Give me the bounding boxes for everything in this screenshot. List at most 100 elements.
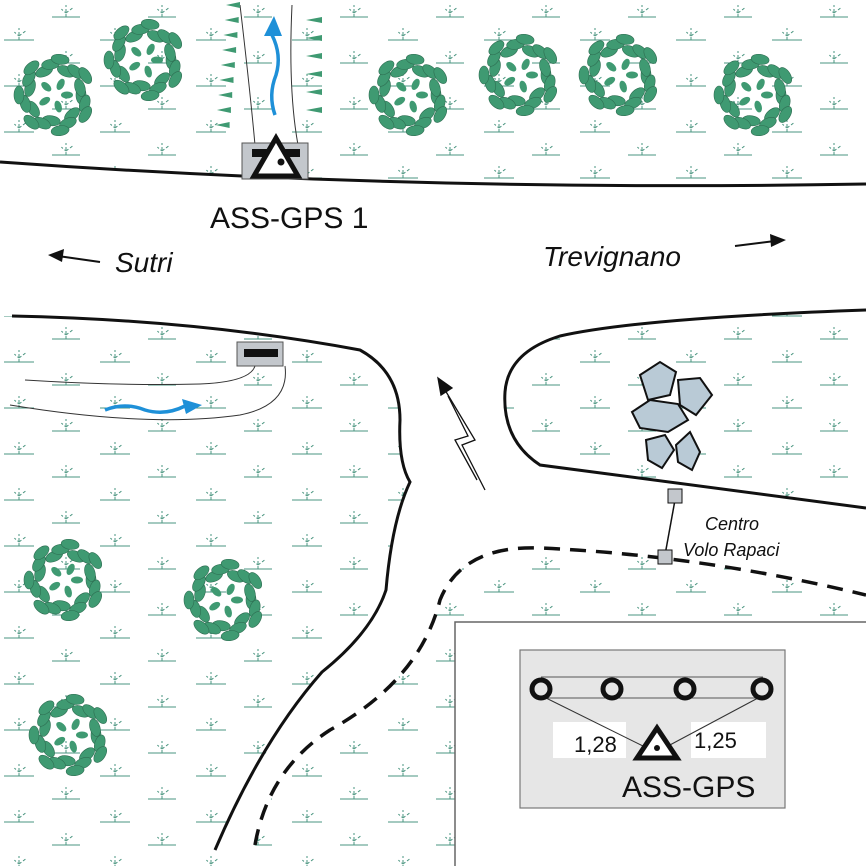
leaf [76,731,88,739]
road-edge-north [0,160,866,188]
leaf [23,60,40,76]
leaf [226,583,235,595]
leaf [78,67,93,84]
leaf [519,80,527,93]
leaf [433,67,448,84]
flow-arrowhead-icon [264,16,282,36]
north-arrow-icon [437,376,486,491]
leaf [543,47,558,64]
bank-tick-icon [306,53,322,59]
distance-left-label: 1,28 [574,732,617,757]
leaf [405,125,425,137]
road-edge-east [503,308,866,510]
leaf [168,71,183,88]
arrow-to-sutri-icon [48,249,101,263]
tree-icon [368,53,448,137]
leaf [231,596,243,604]
dirt-track [253,546,866,846]
tree-icon [478,33,558,117]
leaf [211,586,222,597]
leaf [639,58,651,77]
bank-tick-icon [306,35,322,41]
leaf [588,94,605,110]
leaf [69,740,77,753]
leaf [60,538,80,550]
leaf [761,91,773,99]
trees [13,18,793,777]
leaf [739,96,751,106]
leaf [89,718,101,737]
leaf [78,106,93,123]
leaf [220,558,240,570]
leaf [543,86,558,103]
leaf [778,106,793,123]
leaf [488,40,505,56]
leaf [50,125,70,137]
leaf [411,78,420,90]
leaf [23,570,35,590]
leaf [750,53,770,65]
direction-sutri-label[interactable]: Sutri [115,247,173,278]
leaf [23,114,40,130]
ditch-bank-east [306,17,322,113]
leaf [504,76,516,86]
leaf [578,65,590,85]
leaf [394,96,406,106]
leaf [144,65,152,78]
leaf [506,61,517,72]
inset-station-label: ASS-GPS [622,771,755,804]
leaf [84,563,96,582]
leaf [526,71,538,79]
antenna-2-icon [600,677,624,701]
bank-tick-icon [219,77,234,83]
leaf [429,78,441,97]
leaf [56,78,65,90]
leaf [33,545,50,561]
channel-north [215,2,322,146]
leaf [626,71,638,79]
leaf [723,114,740,130]
leaf [220,630,240,642]
road-edge-west [11,314,412,851]
leaf [38,754,55,770]
centro-volo-rapaci-marker[interactable] [657,488,683,565]
leaf [224,605,232,618]
leaf [248,611,263,628]
leaf [66,563,75,575]
direction-trevignano-label[interactable]: Trevignano [543,241,681,272]
leaf [65,765,85,777]
leaf [193,565,210,581]
leaf [405,53,425,65]
leaf [49,581,61,591]
station-triangle-icon [249,133,303,179]
leaf [151,56,163,64]
rock-pile-icon [630,360,714,472]
station-triangle-icon [632,723,682,761]
channel-west [9,365,286,421]
leaf [723,60,740,76]
tree-icon [713,53,793,137]
tree-icon [103,18,183,102]
tree-icon [578,33,658,117]
marsh-area-southeast [250,547,866,866]
arrow-to-trevignano-icon [734,234,786,247]
leaf [619,80,627,93]
station-1-label: ASS-GPS 1 [210,202,368,235]
leaf [13,85,25,105]
bank-tick-icon [220,62,235,68]
leaf [378,114,395,130]
leaf [140,90,160,102]
leaf [60,610,80,622]
bank-tick-icon [224,17,239,23]
bank-tick-icon [306,89,322,95]
leaf [39,96,51,106]
leaf [113,25,130,41]
bank-tick-icon [222,47,237,53]
leaf [774,78,786,97]
bank-tick-icon [218,92,233,98]
leaf [28,725,40,745]
ditch-bank-west [215,2,240,128]
leaf [409,100,417,113]
leaf [615,33,635,45]
